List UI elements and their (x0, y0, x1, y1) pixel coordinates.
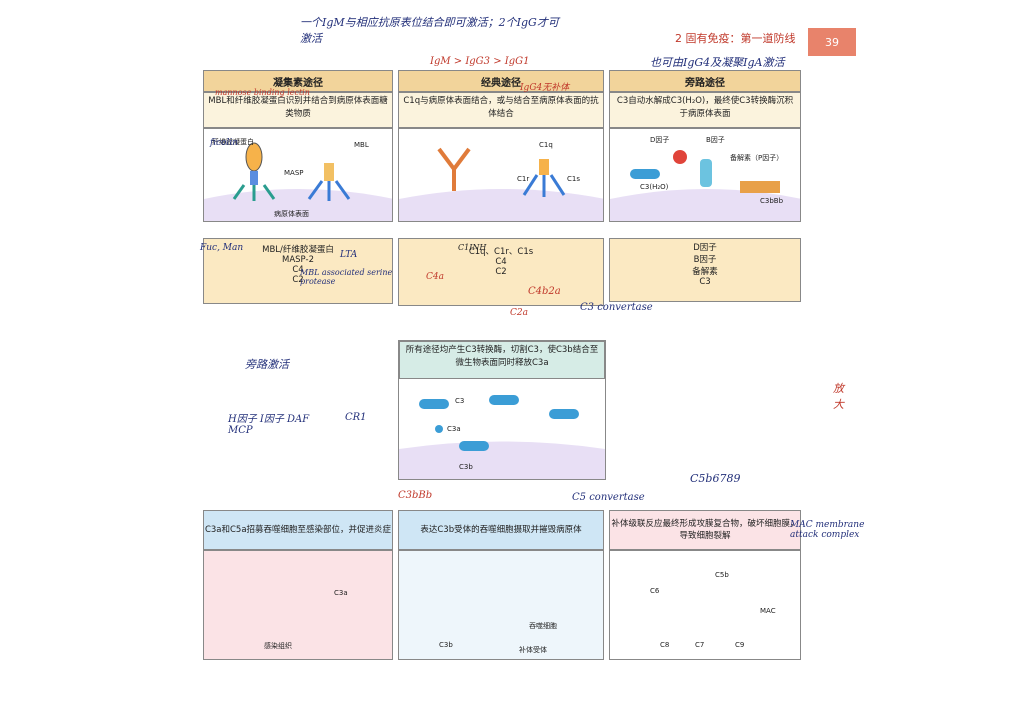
c3-convertase-text: 所有途径均产生C3转换酶，切割C3，使C3b结合至微生物表面同时释放C3a (399, 341, 605, 379)
fibrinogen-label: 纤维胶凝蛋白 (212, 138, 254, 146)
classical-components: C1q、C1r、C1s C4 C2 (398, 238, 604, 306)
phagocyte-label: 吞噬细胞 (529, 622, 557, 630)
c5b-label: C5b (715, 571, 729, 579)
c3b-shape (459, 441, 489, 451)
classical-desc: C1q与病原体表面结合，或与结合至病原体表面的抗体结合 (398, 92, 604, 128)
mac-panel: 补体级联反应最终形成攻膜复合物，破坏细胞膜，导致细胞裂解 C5b C6 C7 C… (609, 510, 801, 660)
factor-b-shape (700, 159, 712, 187)
note-top-left: 一个IgM与相应抗原表位结合即可激活；2个IgG才可激活 (300, 16, 559, 45)
note-c5-convertase: C5 convertase (572, 492, 645, 503)
note-c2a: C2a (510, 308, 528, 318)
factor-d-label: D因子 (650, 136, 670, 144)
phagocytosis-title: 表达C3b受体的吞噬细胞摄取并摧毁病原体 (398, 510, 604, 550)
mbl-shape (307, 163, 351, 201)
c7-label: C7 (695, 641, 705, 649)
c3-convertase-panel: 所有途径均产生C3转换酶，切割C3，使C3b结合至微生物表面同时释放C3a C3… (398, 340, 606, 480)
lectin-desc: MBL和纤维胶凝蛋白识别并结合到病原体表面糖类物质 (203, 92, 393, 128)
note-alternate-activation: 旁路激活 (245, 358, 289, 371)
receptor-label: 补体受体 (519, 646, 547, 654)
classical-line-2: C2 (495, 267, 507, 277)
classical-diagram: C1q C1r C1s (398, 128, 604, 222)
alternative-column: 旁路途径 C3自动水解成C3(H₂O)，最终使C3转换酶沉积于病原体表面 D因子… (609, 70, 801, 302)
lectin-diagram: 纤维胶凝蛋白 MBL MASP 病原体表面 (203, 128, 393, 222)
mbl-label: MBL (354, 141, 369, 149)
alternative-line-0: D因子 (693, 243, 717, 253)
c1-complex-shape (522, 159, 566, 197)
c6-label: C6 (650, 587, 660, 595)
c3h2o-label: C3(H₂O) (640, 183, 669, 191)
phagocytosis-panel: 表达C3b受体的吞噬细胞摄取并摧毁病原体 C3b 吞噬细胞 补体受体 (398, 510, 604, 660)
classical-line-1: C4 (495, 257, 507, 267)
c3a-dot (435, 425, 443, 433)
chapter-header: 2 固有免疫：第一道防线 (675, 32, 796, 45)
alternative-desc: C3自动水解成C3(H₂O)，最终使C3转换酶沉积于病原体表面 (609, 92, 801, 128)
c3b-label: C3b (459, 463, 473, 471)
c1r-label: C1r (517, 175, 530, 183)
fibrinogen-shape (232, 142, 276, 201)
alternative-components: D因子 B因子 备解素 C3 (609, 238, 801, 302)
c3-illustration (399, 395, 605, 479)
note-alt-activation: 也可由IgG4及凝聚IgA激活 (650, 56, 785, 69)
alternative-line-1: B因子 (693, 255, 717, 265)
note-c3b-bb: C3bBb (398, 490, 433, 501)
c3-label: C3 (455, 397, 465, 405)
c1q-label: C1q (539, 141, 553, 149)
surface-label: 病原体表面 (274, 210, 309, 218)
c1s-label: C1s (567, 175, 580, 183)
factor-d-shape (673, 150, 687, 164)
note-amplify: 放大 (833, 382, 844, 411)
properdin-label: 备解素（P因子） (730, 154, 784, 162)
classical-illustration (399, 147, 603, 221)
lectin-title: 凝集素途径 (203, 70, 393, 92)
c8-label: C8 (660, 641, 670, 649)
lectin-column: 凝集素途径 MBL和纤维胶凝蛋白识别并结合到病原体表面糖类物质 纤维胶凝蛋白 M… (203, 70, 393, 304)
inflammation-diagram: C3a 感染组织 (203, 550, 393, 660)
c3-diagram: C3 C3a C3b (399, 379, 605, 479)
lectin-line-2: C4 (292, 265, 304, 275)
mac-title: 补体级联反应最终形成攻膜复合物，破坏细胞膜，导致细胞裂解 (609, 510, 801, 550)
c3a-bottom-label: C3a (334, 589, 348, 597)
mac-diagram: C5b C6 C7 C8 C9 MAC (609, 550, 801, 660)
phagocytosis-diagram: C3b 吞噬细胞 补体受体 (398, 550, 604, 660)
lectin-line-3: C2 (292, 275, 304, 285)
c3-shape-1 (419, 399, 449, 409)
note-cr1: CR1 (345, 412, 367, 423)
factor-b-label: B因子 (706, 136, 725, 144)
page-number: 39 (808, 28, 856, 56)
c3bbb-label: C3bBb (760, 197, 784, 205)
alternative-diagram: D因子 B因子 C3(H₂O) 备解素（P因子） C3bBb (609, 128, 801, 222)
lectin-illustration (204, 142, 392, 221)
antibody-shape (437, 147, 471, 191)
c3b-bottom-label: C3b (439, 641, 453, 649)
lectin-line-1: MASP-2 (282, 255, 314, 265)
note-c5b6789: C5b6789 (690, 472, 741, 485)
alternative-illustration (610, 150, 800, 221)
lectin-components: MBL/纤维胶凝蛋白 MASP-2 C4 C2 (203, 238, 393, 304)
masp-label: MASP (284, 169, 304, 177)
alternative-line-3: C3 (699, 277, 711, 287)
lectin-line-0: MBL/纤维胶凝蛋白 (262, 245, 334, 255)
note-mac: MAC membrane attack complex (790, 520, 865, 540)
alternative-title: 旁路途径 (609, 70, 801, 92)
c3a-label: C3a (447, 425, 461, 433)
alternative-line-2: 备解素 (692, 267, 718, 277)
note-regulators: H因子 I因子 DAF MCP (228, 414, 310, 436)
classical-line-0: C1q、C1r、C1s (468, 247, 534, 257)
c3-shape-2 (489, 395, 519, 405)
note-ig-order: IgM > IgG3 > IgG1 (430, 56, 530, 67)
c3bbb-shape (740, 181, 780, 193)
classical-column: 经典途径 C1q与病原体表面结合，或与结合至病原体表面的抗体结合 C1q C1r… (398, 70, 604, 306)
c3-shape-3 (549, 409, 579, 419)
mac-label: MAC (760, 607, 776, 615)
infected-tissue-label: 感染组织 (264, 642, 292, 650)
c3h2o-shape (630, 169, 660, 179)
c9-label: C9 (735, 641, 745, 649)
inflammation-panel: C3a和C5a招募吞噬细胞至感染部位，并促进炎症 C3a 感染组织 (203, 510, 393, 660)
inflammation-title: C3a和C5a招募吞噬细胞至感染部位，并促进炎症 (203, 510, 393, 550)
classical-title: 经典途径 (398, 70, 604, 92)
